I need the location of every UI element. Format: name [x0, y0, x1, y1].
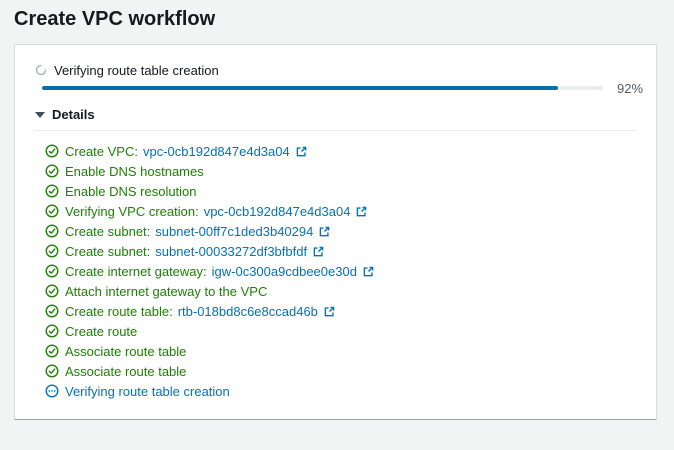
step-label: Create subnet:	[65, 223, 151, 239]
workflow-step-row: Create subnet: subnet-00ff7c1ded3b40294	[45, 221, 636, 241]
workflow-step-row: Associate route table	[45, 361, 636, 381]
progress-label-row: Verifying route table creation	[35, 62, 636, 78]
step-label: Create route table:	[65, 303, 173, 319]
success-check-icon	[45, 224, 59, 238]
resource-id-link[interactable]: subnet-00ff7c1ded3b40294	[155, 223, 314, 239]
caret-down-icon	[35, 111, 45, 118]
progress-section: Verifying route table creation 92%	[35, 62, 643, 97]
workflow-step-row: Create route	[45, 321, 636, 341]
success-check-icon	[45, 344, 59, 358]
workflow-step-row: Enable DNS hostnames	[45, 161, 636, 181]
resource-id-link[interactable]: vpc-0cb192d847e4d3a04	[203, 203, 351, 219]
external-link-icon[interactable]	[363, 266, 374, 277]
step-label: Enable DNS resolution	[65, 183, 197, 199]
workflow-step-row: Verifying route table creation	[45, 381, 636, 401]
details-section: Details Create VPC: vpc-0cb192d847e4d3a0…	[35, 107, 636, 401]
in-progress-icon	[45, 384, 59, 398]
resource-id-link[interactable]: vpc-0cb192d847e4d3a04	[142, 143, 290, 159]
progress-bar-row: 92%	[35, 79, 643, 97]
workflow-progress-panel: Verifying route table creation 92% Detai…	[14, 44, 657, 420]
success-check-icon	[45, 204, 59, 218]
external-link-icon[interactable]	[313, 246, 324, 257]
step-label: Create internet gateway:	[65, 263, 207, 279]
success-check-icon	[45, 284, 59, 298]
workflow-step-row: Enable DNS resolution	[45, 181, 636, 201]
step-label: Associate route table	[65, 363, 187, 379]
step-label: Create subnet:	[65, 243, 151, 259]
success-check-icon	[45, 264, 59, 278]
panel-content: Verifying route table creation 92% Detai…	[15, 45, 656, 401]
workflow-step-row: Associate route table	[45, 341, 636, 361]
page: Create VPC workflow Verifying route tabl…	[14, 8, 657, 420]
external-link-icon[interactable]	[324, 306, 335, 317]
details-expander[interactable]: Details	[35, 107, 115, 122]
success-check-icon	[45, 184, 59, 198]
workflow-step-row: Create VPC: vpc-0cb192d847e4d3a04	[45, 141, 636, 161]
success-check-icon	[45, 364, 59, 378]
step-label: Create VPC:	[65, 143, 138, 159]
step-label: Verifying route table creation	[65, 383, 230, 399]
loading-spinner-icon	[35, 64, 47, 76]
workflow-steps-list: Create VPC: vpc-0cb192d847e4d3a04 Enable…	[35, 131, 636, 401]
external-link-icon[interactable]	[296, 146, 307, 157]
resource-id-link[interactable]: subnet-00033272df3bfbfdf	[155, 243, 308, 259]
step-label: Associate route table	[65, 343, 187, 359]
page-title: Create VPC workflow	[14, 8, 216, 30]
workflow-step-row: Attach internet gateway to the VPC	[45, 281, 636, 301]
success-check-icon	[45, 144, 59, 158]
progress-percent-label: 92%	[617, 80, 644, 96]
success-check-icon	[45, 164, 59, 178]
step-label: Create route	[65, 323, 138, 339]
workflow-step-row: Create internet gateway: igw-0c300a9cdbe…	[45, 261, 636, 281]
progress-status-label: Verifying route table creation	[54, 62, 219, 78]
progress-bar-track	[42, 86, 603, 90]
success-check-icon	[45, 324, 59, 338]
details-header-label: Details	[52, 107, 95, 122]
success-check-icon	[45, 244, 59, 258]
step-label: Enable DNS hostnames	[65, 163, 204, 179]
progress-bar-fill	[42, 86, 559, 90]
external-link-icon[interactable]	[356, 206, 367, 217]
resource-id-link[interactable]: rtb-018bd8c6e8ccad46b	[177, 303, 318, 319]
details-divider	[35, 130, 636, 131]
resource-id-link[interactable]: igw-0c300a9cdbee0e30d	[211, 263, 357, 279]
workflow-step-row: Create subnet: subnet-00033272df3bfbfdf	[45, 241, 636, 261]
step-label: Attach internet gateway to the VPC	[65, 283, 268, 299]
step-label: Verifying VPC creation:	[65, 203, 199, 219]
success-check-icon	[45, 304, 59, 318]
workflow-step-row: Create route table: rtb-018bd8c6e8ccad46…	[45, 301, 636, 321]
external-link-icon[interactable]	[319, 226, 330, 237]
workflow-step-row: Verifying VPC creation: vpc-0cb192d847e4…	[45, 201, 636, 221]
